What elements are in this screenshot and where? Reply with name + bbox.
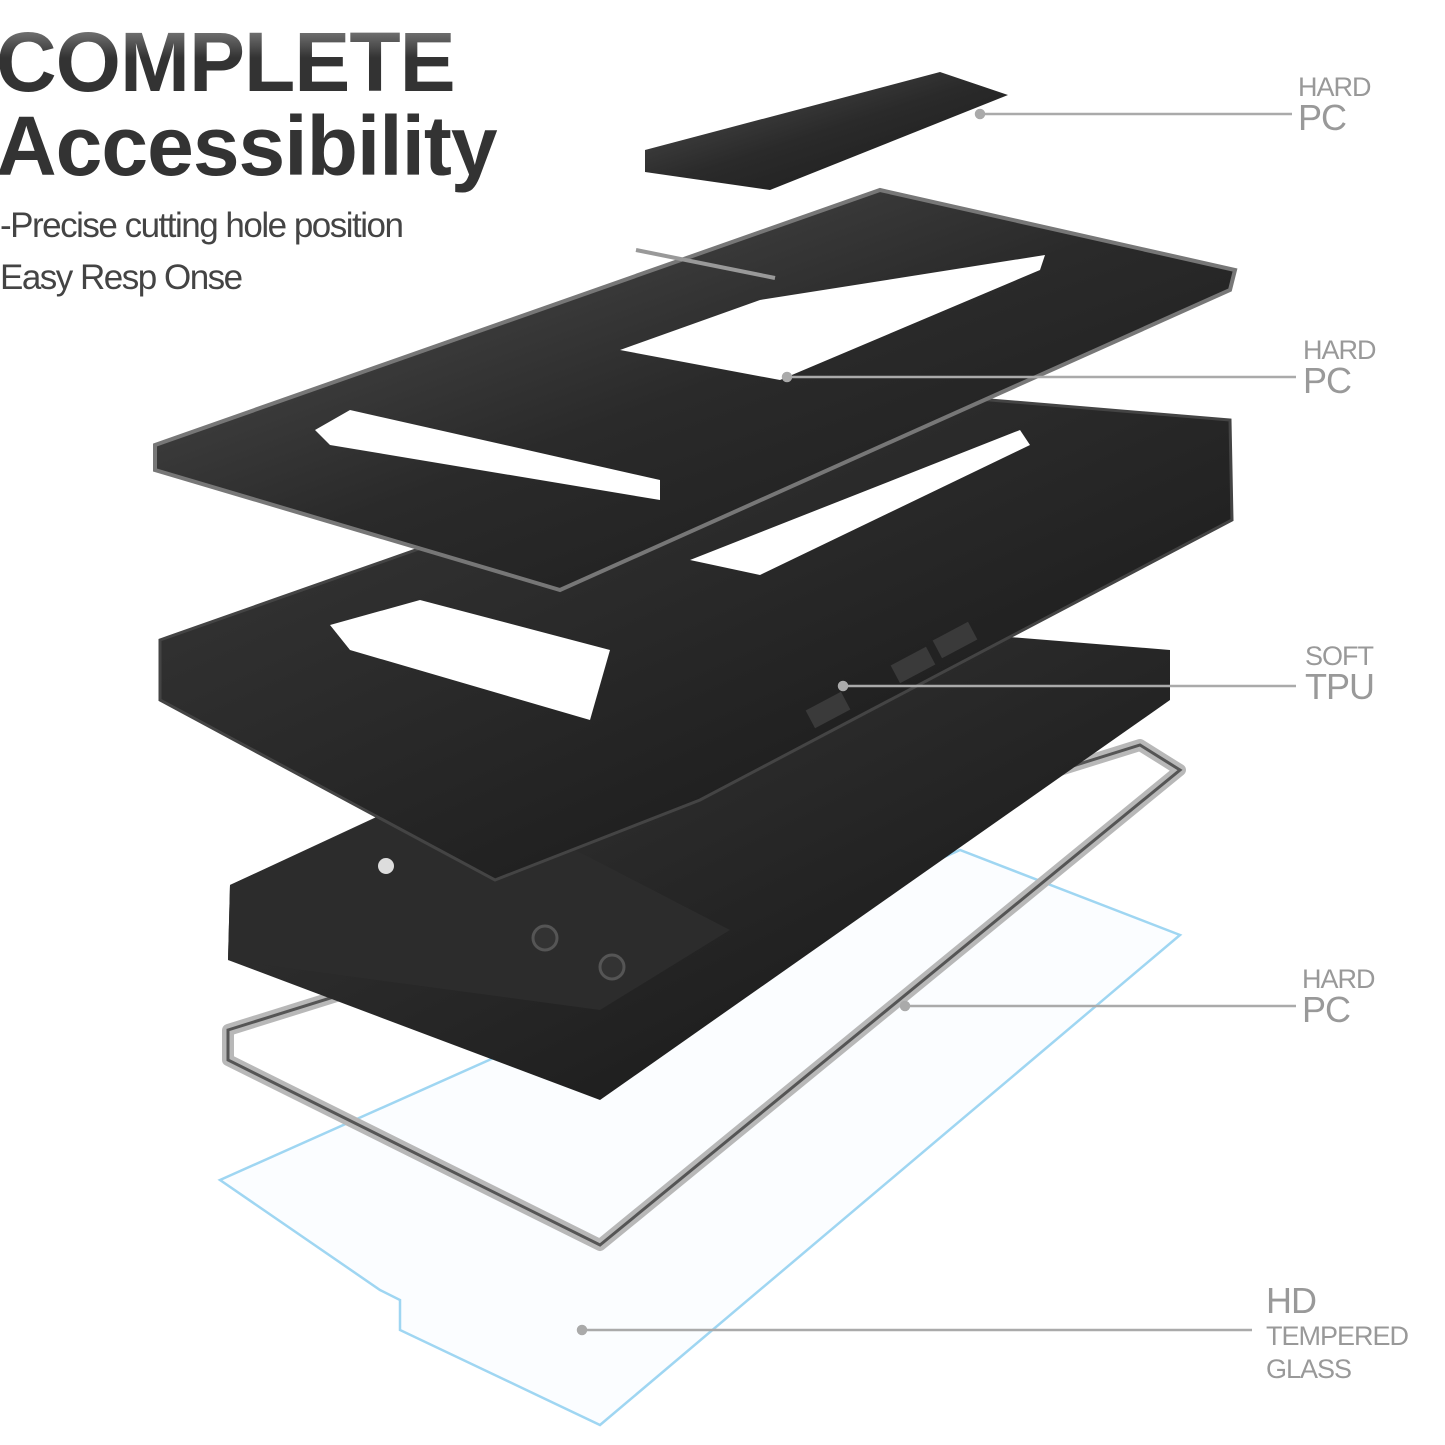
callout-5-hd: HD xyxy=(1266,1280,1317,1321)
callout-4-material-type: HARD xyxy=(1302,964,1376,994)
callout-2-material: PC xyxy=(1303,360,1352,401)
phone xyxy=(228,620,1170,1100)
callout-1-material: PC xyxy=(1298,97,1347,138)
callout-2-material-type: HARD xyxy=(1303,335,1377,365)
feature-2: Easy Resp Onse xyxy=(0,258,243,297)
tempered-glass xyxy=(217,848,1183,1427)
callout-5-glass: GLASS xyxy=(1266,1354,1352,1384)
callout-3-material-type: SOFT xyxy=(1305,641,1374,671)
callout-lines xyxy=(576,108,1296,1336)
hard-pc-kickstand-plate xyxy=(645,72,1008,190)
hard-pc-back-shell xyxy=(153,187,1238,593)
callout-3-material: TPU xyxy=(1305,666,1375,707)
callout-5-tempered: TEMPERED xyxy=(1266,1321,1409,1351)
headline-line2: Accessibility xyxy=(0,99,498,193)
feature-1: -Precise cutting hole position xyxy=(0,206,404,245)
headline-line1: COMPLETE xyxy=(0,14,456,111)
callout-1-material-type: HARD xyxy=(1298,72,1372,102)
soft-tpu-case xyxy=(158,388,1234,882)
callout-4-material: PC xyxy=(1302,989,1351,1030)
